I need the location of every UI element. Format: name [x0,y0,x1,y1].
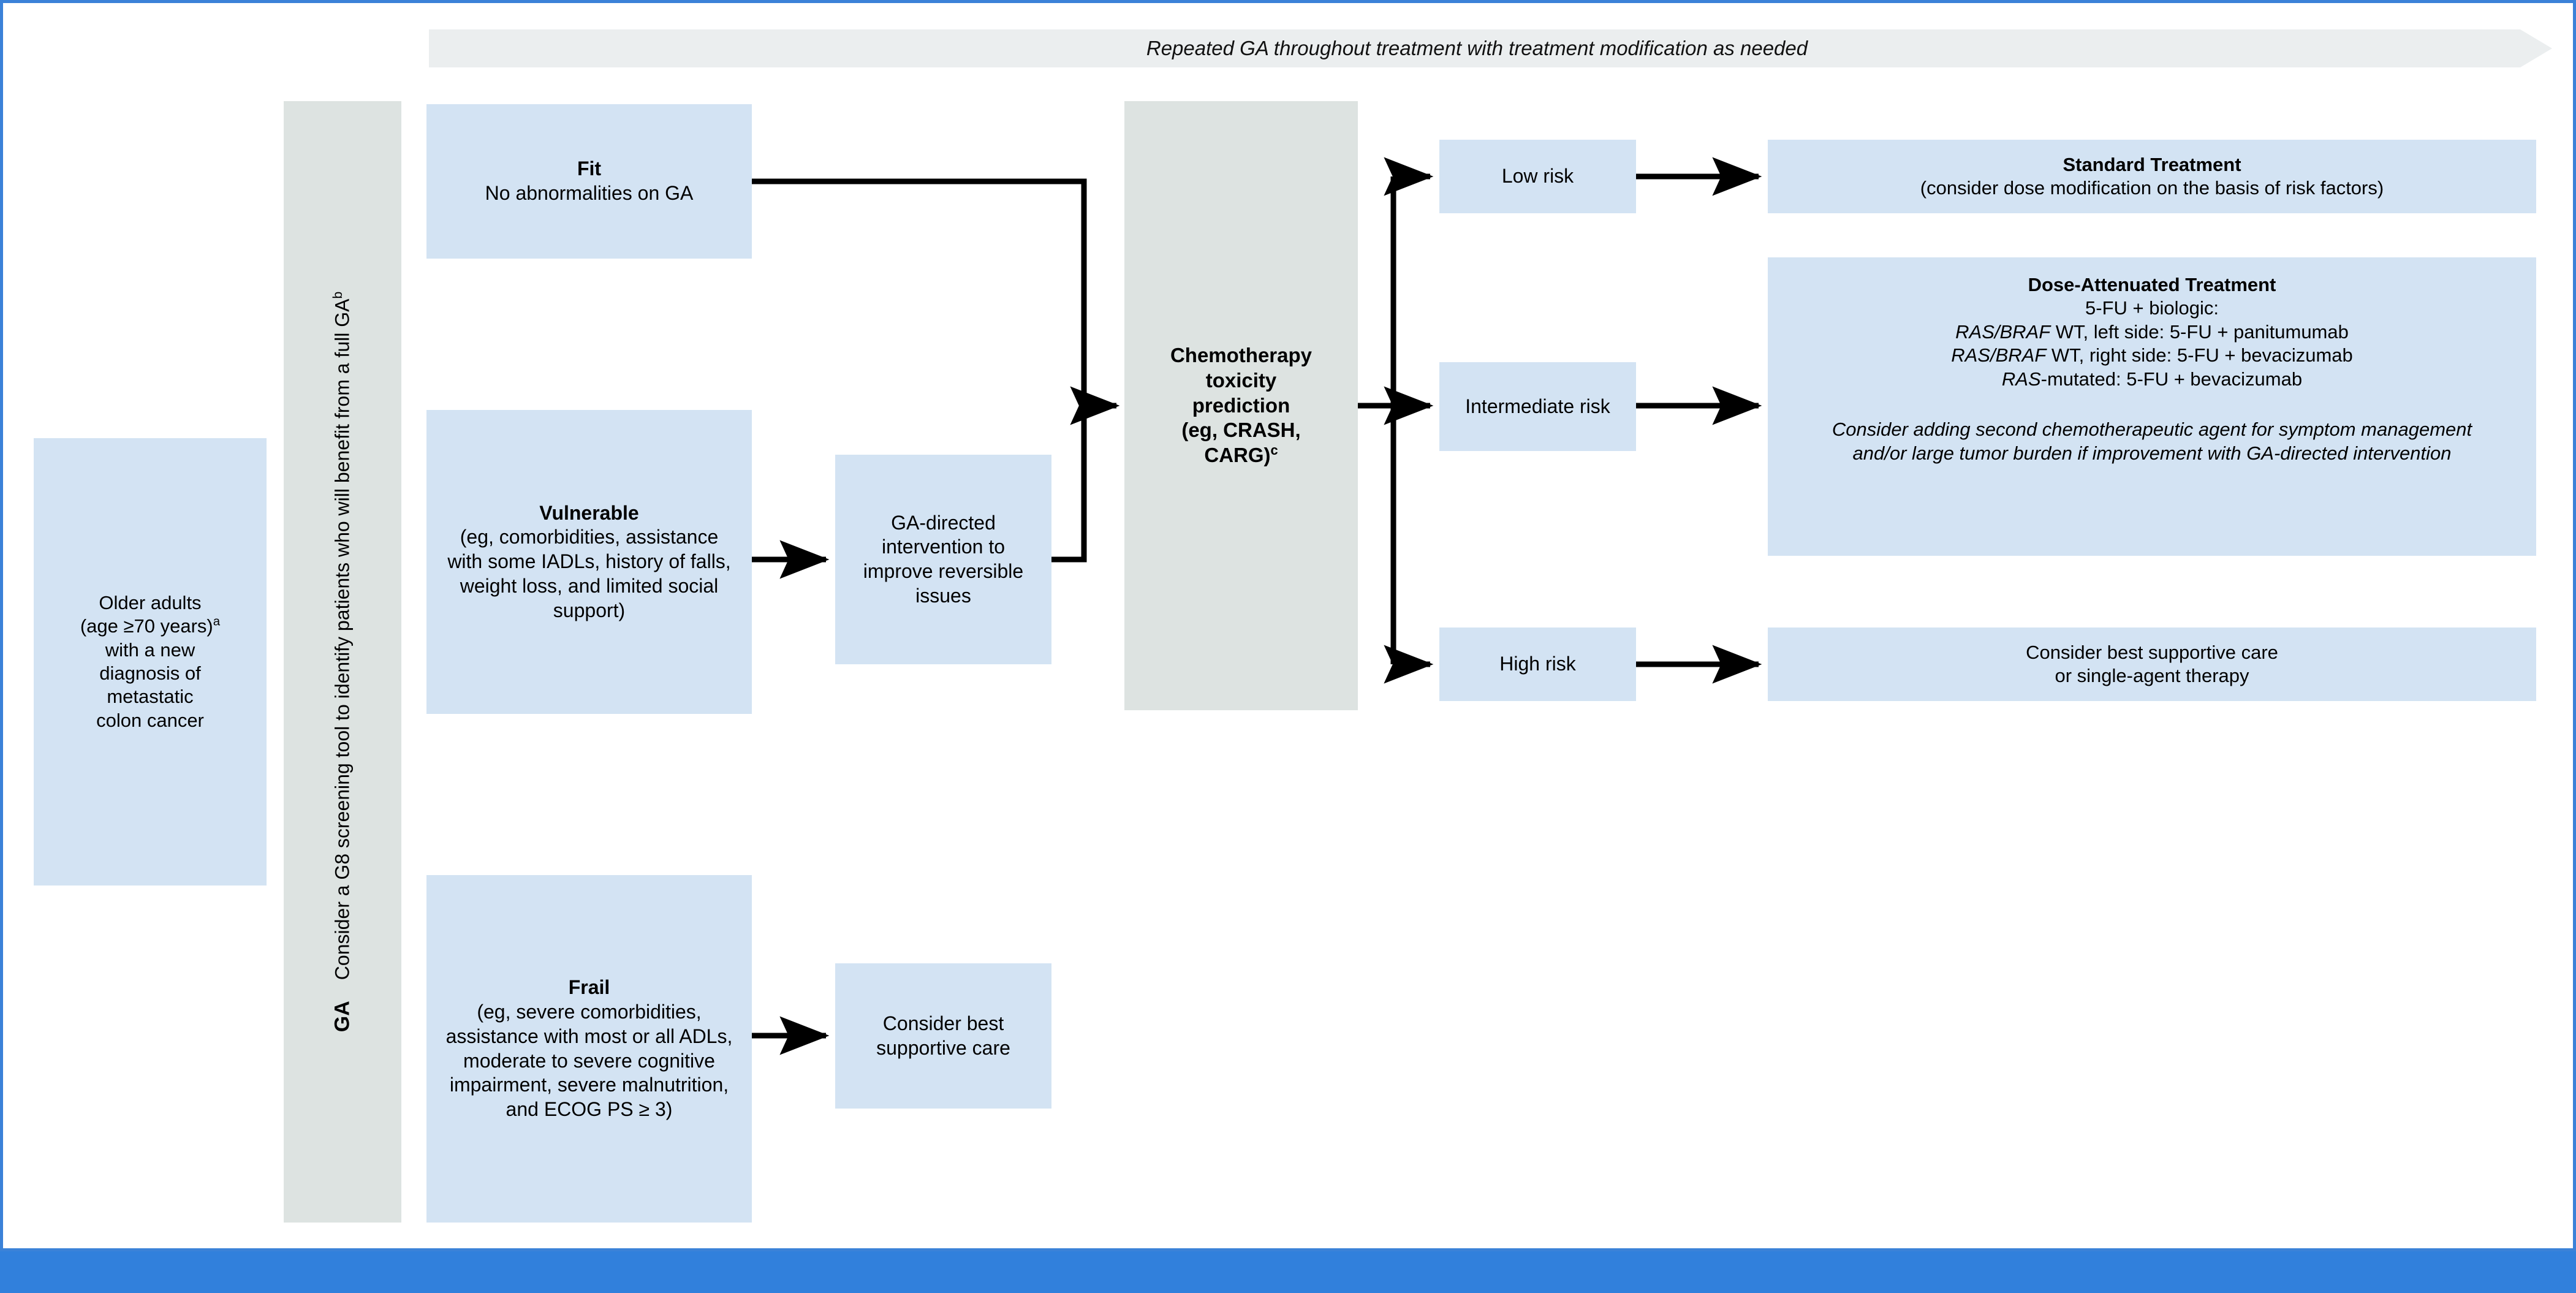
treatment-box-standard: Standard Treatment (consider dose modifi… [1768,140,2536,213]
chemo-toxicity-prediction-box: Chemotherapy toxicity prediction (eg, CR… [1124,101,1358,710]
risk-label-high: High risk [1499,653,1576,675]
population-line-6: colon cancer [96,709,204,731]
prediction-line-4: (eg, CRASH, [1181,419,1301,442]
category-fit-title: Fit [577,157,602,180]
risk-box-high: High risk [1439,628,1636,701]
risk-box-low: Low risk [1439,140,1636,213]
ga-strip-footnote-b: b [330,291,345,299]
prediction-line-5-text: CARG) [1204,444,1271,467]
category-box-vulnerable: Vulnerable (eg, comorbidities, assistanc… [426,410,752,714]
prediction-line-1: Chemotherapy [1170,343,1313,366]
repeated-ga-banner-label: Repeated GA throughout treatment with tr… [1146,37,1808,59]
category-frail-title: Frail [568,976,610,999]
ga-directed-intervention-text: GA-directed intervention to improve reve… [863,511,1024,607]
risk-label-low: Low risk [1501,165,1574,188]
gene-label-ras-mutated: RAS [2001,368,2041,390]
population-line-4: diagnosis of [99,662,201,684]
population-box: Older adults (age ≥70 years)a with a new… [34,438,267,885]
category-box-fit: Fit No abnormalities on GA [426,104,752,259]
population-line-1: Older adults [99,591,202,613]
prediction-line-5: CARG)c [1204,443,1278,468]
treatment-supportive-line-2: or single-agent therapy [2055,665,2249,686]
treatment-dose-line-2: RAS/BRAF WT, left side: 5-FU + panitumum… [1955,320,2349,344]
gene-label-ras-braf-left: RAS/BRAF [1955,320,2051,343]
treatment-dose-line-4-rest: -mutated: 5-FU + bevacizumab [2040,368,2303,390]
ga-strip-label: GA [330,1001,354,1033]
frail-supportive-care-box: Consider best supportive care [835,963,1051,1109]
population-footnote-a: a [213,614,221,629]
population-line-5: metastatic [107,686,194,708]
prediction-line-3: prediction [1192,393,1290,417]
category-vulnerable-title: Vulnerable [539,501,639,524]
category-vulnerable-body: (eg, comorbidities, assistance with some… [447,526,731,621]
treatment-dose-line-3: RAS/BRAF WT, right side: 5-FU + bevacizu… [1951,344,2353,367]
ga-strip-rotated-text: GA Consider a G8 screening tool to ident… [331,292,355,1032]
population-line-3: with a new [105,639,195,661]
treatment-dose-line-3-rest: WT, right side: 5-FU + bevacizumab [2046,344,2353,366]
treatment-dose-note: Consider adding second chemotherapeutic … [1832,419,2472,464]
population-line-2-text: (age ≥70 years) [80,615,213,637]
repeated-ga-banner: Repeated GA throughout treatment with tr… [429,29,2552,67]
prediction-footnote-c: c [1270,442,1278,458]
ga-strip-description-text: Consider a G8 screening tool to identify… [331,298,354,980]
treatment-standard-title: Standard Treatment [2063,153,2241,175]
treatment-dose-line-2-rest: WT, left side: 5-FU + panitumumab [2050,320,2349,343]
category-fit-body: No abnormalities on GA [485,182,694,204]
treatment-box-dose-attenuated: Dose-Attenuated Treatment 5-FU + biologi… [1768,257,2536,556]
treatment-supportive-line-1: Consider best supportive care [2026,641,2278,663]
connector-intervention-to-prediction [1051,406,1087,563]
gene-label-ras-braf-right: RAS/BRAF [1951,344,2047,366]
risk-label-intermediate: Intermediate risk [1465,395,1610,417]
treatment-standard-body: (consider dose modification on the basis… [1920,177,2384,199]
bottom-color-band [0,1251,2576,1293]
risk-box-intermediate: Intermediate risk [1439,362,1636,451]
prediction-line-2: toxicity [1205,368,1277,392]
treatment-box-supportive: Consider best supportive care or single-… [1768,628,2536,701]
category-box-frail: Frail (eg, severe comorbidities, assista… [426,875,752,1223]
frail-supportive-care-text: Consider best supportive care [876,1012,1010,1059]
treatment-dose-title: Dose-Attenuated Treatment [2028,274,2276,295]
ga-directed-intervention-box: GA-directed intervention to improve reve… [835,455,1051,664]
connector-fit-to-prediction [752,178,1087,406]
treatment-dose-line-4: RAS-mutated: 5-FU + bevacizumab [2002,368,2302,391]
ga-strip: GA Consider a G8 screening tool to ident… [284,101,401,1223]
treatment-dose-line-1: 5-FU + biologic: [2085,297,2219,319]
population-line-2: (age ≥70 years)a [80,615,220,638]
category-frail-body: (eg, severe comorbidities, assistance wi… [445,1001,733,1120]
ga-strip-description: Consider a G8 screening tool to identify… [331,292,354,980]
